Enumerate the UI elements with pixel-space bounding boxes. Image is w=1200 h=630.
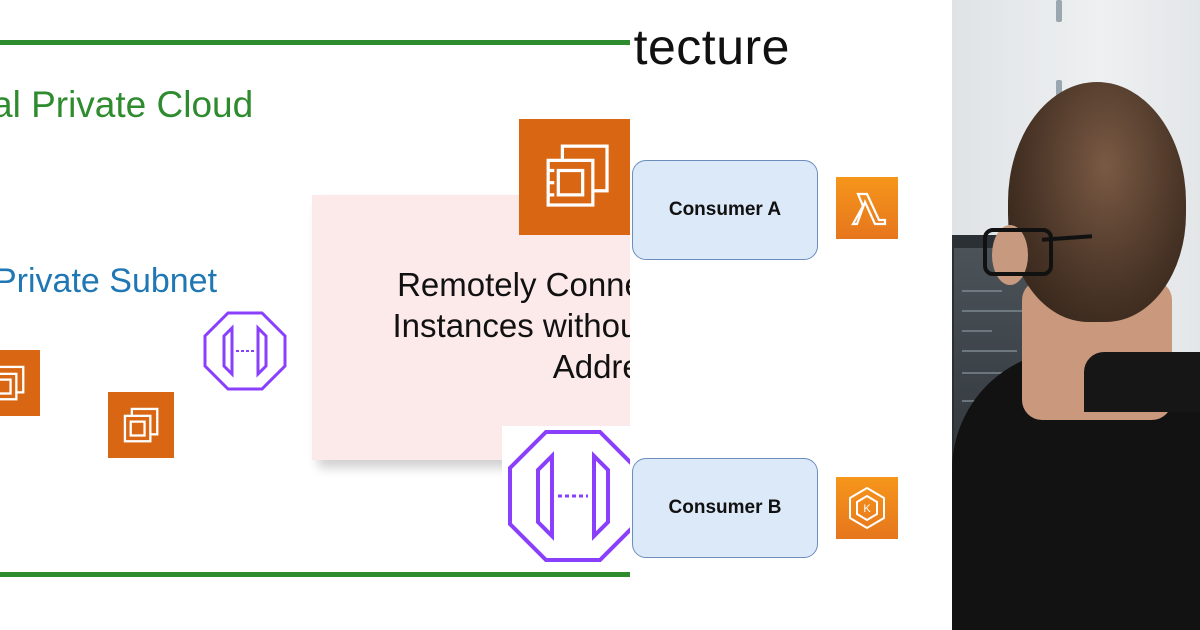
callout-line-2: Instances without: [392, 307, 631, 344]
code-line: [962, 350, 1017, 352]
private-subnet-title: Private Subnet: [0, 262, 218, 300]
eks-icon: K: [836, 477, 898, 539]
callout-note: [312, 195, 630, 460]
architecture-slide: itecture Consumer A Consumer B K: [630, 0, 952, 630]
ec2-instance-icon: [108, 392, 174, 458]
collar: [1084, 352, 1200, 412]
person-at-computer-photo: [952, 0, 1200, 630]
consumer-a-label: Consumer A: [668, 199, 782, 220]
vpc-title: al Private Cloud: [0, 84, 254, 125]
code-line: [962, 372, 1007, 374]
consumer-b-box: Consumer B: [632, 458, 818, 558]
endpoint-icon: [203, 311, 287, 391]
window-frame: [1056, 80, 1062, 98]
vpc-border-top: [0, 40, 630, 45]
consumer-b-label: Consumer B: [668, 497, 782, 518]
vpc-diagram-slide: al Private Cloud Private Subnet Remotely…: [0, 40, 631, 577]
endpoint-icon: [502, 426, 630, 566]
code-line: [962, 330, 992, 332]
window-frame: [1056, 0, 1062, 22]
callout-line-3: Addres: [552, 348, 630, 385]
lambda-icon: [836, 177, 898, 239]
glasses: [983, 228, 1053, 276]
ec2-instance-icon: [0, 350, 40, 416]
callout-text: Remotely Conne Instances without Addres: [320, 264, 631, 387]
consumer-a-box: Consumer A: [632, 160, 818, 260]
code-line: [962, 310, 1022, 312]
ec2-instance-icon: [519, 119, 630, 235]
code-line: [962, 290, 1002, 292]
svg-text:K: K: [863, 503, 871, 515]
head: [1008, 82, 1186, 322]
callout-line-1: Remotely Conne: [397, 266, 630, 303]
vpc-border-bottom: [0, 572, 630, 577]
architecture-title: itecture: [630, 19, 790, 75]
